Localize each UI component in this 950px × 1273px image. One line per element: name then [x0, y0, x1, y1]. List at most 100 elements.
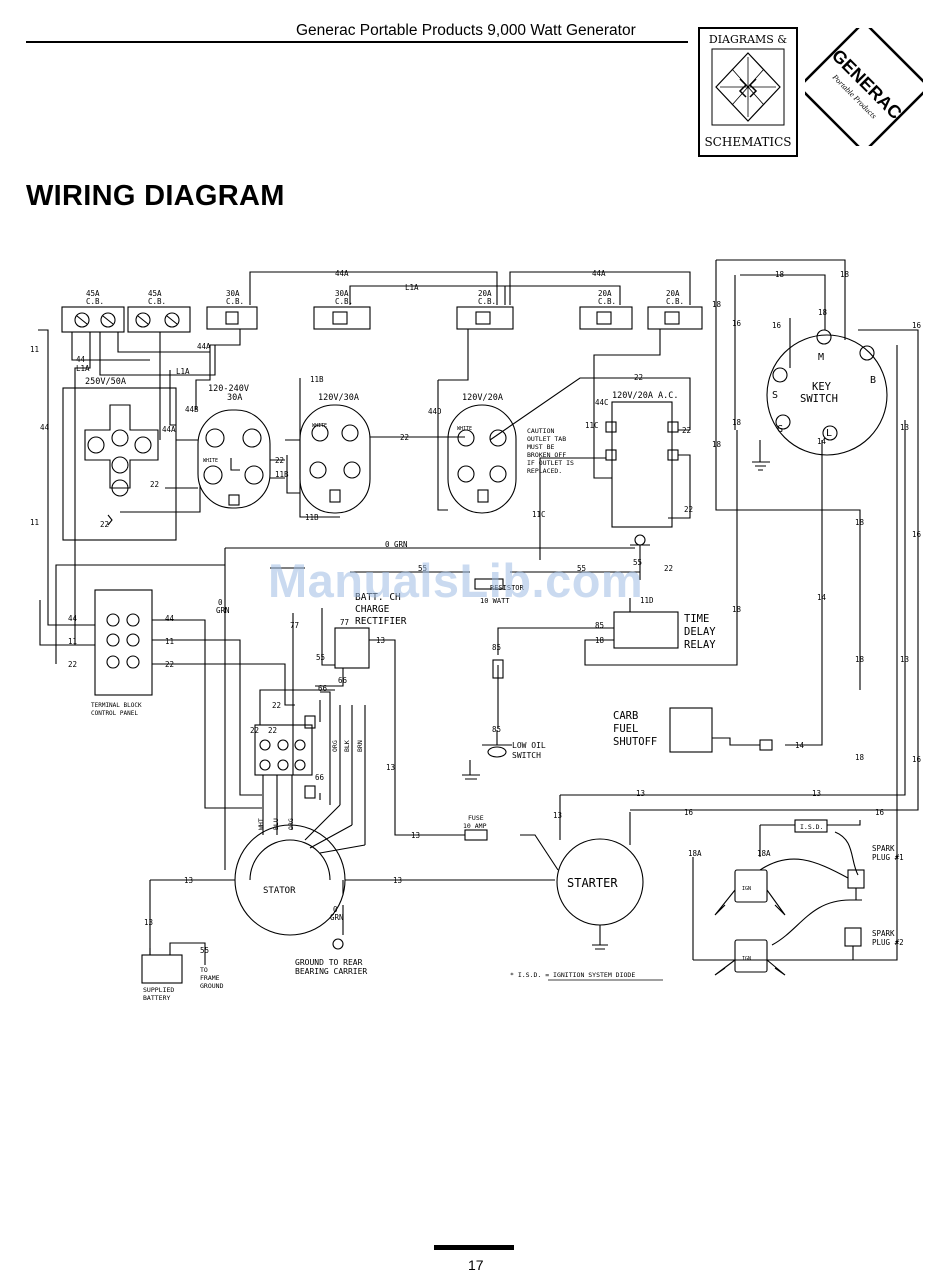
- header-title: Generac Portable Products 9,000 Watt Gen…: [296, 22, 636, 39]
- caution-line-4: BROKEN OFF: [527, 451, 566, 459]
- wire-label: 18A: [757, 849, 771, 858]
- wire-label: 18: [595, 636, 605, 645]
- label-frame-ground-2: FRAME: [200, 974, 220, 982]
- label-120v-20a: 120V/20A: [462, 393, 503, 403]
- stator: [234, 824, 346, 936]
- key-switch-label-2: SWITCH: [800, 393, 838, 405]
- wire-label: 18: [855, 518, 865, 527]
- fuse: [464, 829, 488, 841]
- label-batt-charge: BATT. CH: [355, 592, 401, 603]
- breaker-30a-1: [206, 306, 258, 330]
- terminal-block: [94, 589, 153, 696]
- wire-label: 11C: [585, 421, 599, 430]
- wire-44a-mid: [117, 332, 210, 353]
- wire-label: 18: [855, 753, 865, 762]
- watermark: ManualsLib.com: [268, 554, 644, 607]
- label-carb-3: SHUTOFF: [613, 736, 657, 748]
- label-ign-2: IGN: [742, 956, 751, 962]
- label-45a-2: 45A: [148, 289, 162, 298]
- label-cb-2: C.B.: [148, 297, 166, 306]
- label-spark1-2: PLUG #1: [872, 853, 904, 862]
- label-20a-2: 20A: [598, 289, 612, 298]
- wire-label: 77: [290, 621, 299, 630]
- header-rule: [26, 41, 688, 43]
- wire-label: 11: [68, 637, 77, 646]
- label-cb-4: C.B.: [335, 297, 353, 306]
- label-starter: STARTER: [567, 876, 618, 890]
- wire-label: 44: [40, 423, 50, 432]
- key-switch-b: B: [870, 375, 876, 386]
- supplied-battery: [141, 954, 183, 984]
- label-spark2-1: SPARK: [872, 929, 895, 938]
- page-number: 17: [468, 1257, 484, 1273]
- wire-label: 44A: [592, 269, 606, 278]
- label-carb-2: FUEL: [613, 723, 638, 735]
- wire-label: 16: [684, 808, 694, 817]
- label-white: WHITE: [457, 426, 472, 432]
- wire-l1a-top: [349, 285, 506, 305]
- wire-label: 11B: [275, 470, 289, 479]
- spark-plug-1: [847, 869, 865, 889]
- label-cb-7: C.B.: [666, 297, 684, 306]
- wire-label: 11B: [305, 513, 319, 522]
- label-blu: BLU: [272, 818, 280, 830]
- wire-label: 44C: [595, 398, 609, 407]
- wire-label: 18: [712, 300, 722, 309]
- outlet-120v-20a-ac: [611, 401, 673, 528]
- outlet-120v-20a: [447, 404, 517, 514]
- generac-logo: GENERAC Portable Products: [797, 20, 931, 154]
- label-time-delay-3: RELAY: [684, 639, 716, 651]
- wire-l1a-mid: [99, 332, 216, 376]
- label-fuse-1: FUSE: [468, 814, 484, 822]
- wire-label: 55: [316, 653, 325, 662]
- label-rectifier: RECTIFIER: [355, 616, 407, 627]
- wire-label: 22: [68, 660, 77, 669]
- wire-label: 16: [772, 321, 782, 330]
- wire-label: 44D: [428, 407, 442, 416]
- wire-label: GRN: [330, 913, 344, 922]
- wire-label: 44: [76, 355, 86, 364]
- label-20a-1: 20A: [478, 289, 492, 298]
- stator-terminal-block: [254, 724, 313, 776]
- wire-label: 22: [275, 456, 284, 465]
- wire-label: 22: [165, 660, 174, 669]
- wire-label: 22: [250, 726, 259, 735]
- label-120v-30a: 120V/30A: [318, 393, 359, 403]
- isd-diode: [794, 819, 828, 833]
- label-cb-5: C.B.: [478, 297, 496, 306]
- wire-label: 18: [775, 270, 785, 279]
- wire-label: 11: [165, 637, 174, 646]
- wire-18-right: [715, 315, 861, 690]
- label-white: WHITE: [203, 458, 218, 464]
- label-terminal-block-2: CONTROL PANEL: [91, 710, 138, 717]
- label-120-240v-amp: 30A: [227, 393, 242, 403]
- wire-label: 16: [875, 808, 885, 817]
- wire-label: GRN: [216, 606, 230, 615]
- wire-label: 0: [218, 598, 223, 607]
- label-cb-1: C.B.: [86, 297, 104, 306]
- label-org: ORG: [287, 818, 295, 830]
- wire-label: 11: [30, 518, 39, 527]
- wire-label: 13: [812, 789, 821, 798]
- label-ground-rear-2: BEARING CARRIER: [295, 967, 367, 976]
- label-250v-50a: 250V/50A: [85, 377, 126, 387]
- label-resistor: RESISTOR: [490, 584, 525, 592]
- logo-ds-bottom: SCHEMATICS: [704, 135, 791, 149]
- label-resistor-watt: 10 WATT: [480, 597, 510, 605]
- label-charge: CHARGE: [355, 604, 390, 615]
- wire-label: 18: [855, 655, 865, 664]
- wire-label: 22: [664, 564, 673, 573]
- wire-label: 44A: [162, 425, 176, 434]
- wire-label: 13: [636, 789, 645, 798]
- ignition-module-1: [714, 858, 849, 916]
- wire-label: 16: [912, 755, 922, 764]
- breaker-45a-2: [127, 306, 191, 333]
- wire-label: 13: [900, 655, 909, 664]
- wire-l1a-right: [505, 285, 621, 305]
- wire-label: 11D: [640, 596, 654, 605]
- label-stator: STATOR: [263, 886, 296, 896]
- label-battery-1: SUPPLIED: [143, 986, 174, 994]
- label-cb-3: C.B.: [226, 297, 244, 306]
- wire-label: 0 GRN: [385, 540, 408, 549]
- wire-13-right: [560, 420, 906, 796]
